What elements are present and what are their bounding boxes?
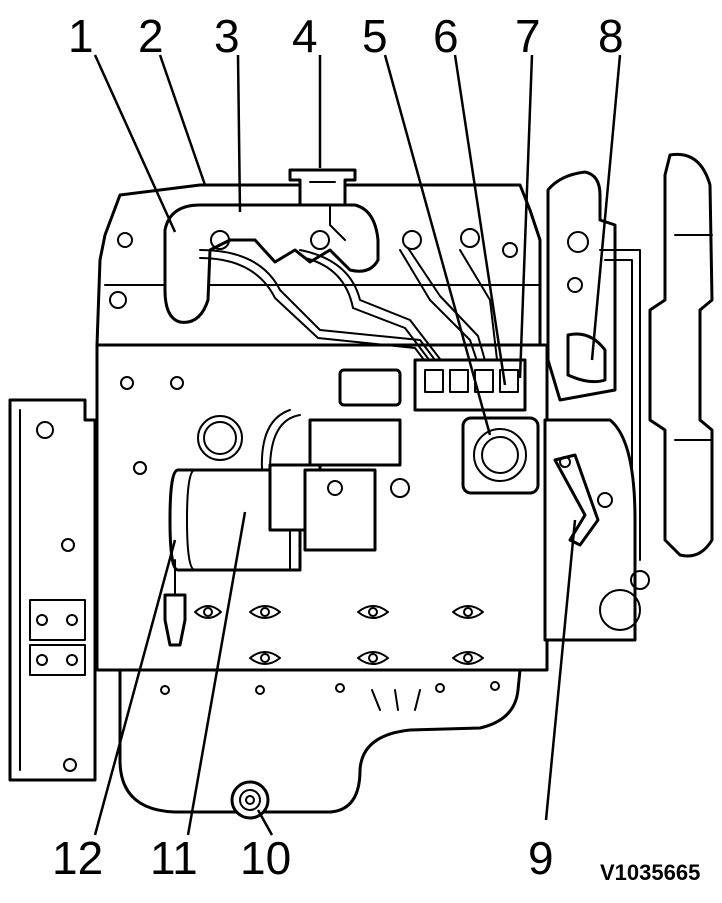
belt-tensioner bbox=[566, 332, 607, 384]
stop-lever bbox=[553, 453, 600, 547]
callout-12: 12 bbox=[52, 832, 103, 884]
reference-code: V1035665 bbox=[600, 860, 700, 885]
callout-labels: 1 2 3 4 5 6 7 8 9 10 11 12 bbox=[52, 10, 624, 884]
leader-12 bbox=[93, 539, 177, 836]
callout-4: 4 bbox=[292, 10, 318, 62]
callout-3: 3 bbox=[214, 10, 240, 62]
identification-plate bbox=[338, 368, 402, 407]
leader-8 bbox=[590, 54, 622, 361]
callout-6: 6 bbox=[433, 10, 459, 62]
fan-belt bbox=[599, 249, 641, 561]
leader-10 bbox=[256, 809, 274, 836]
callout-5: 5 bbox=[362, 10, 388, 62]
callout-10: 10 bbox=[240, 832, 291, 884]
leader-3 bbox=[236, 54, 242, 213]
drain-plug bbox=[230, 780, 270, 820]
exhaust-manifold bbox=[163, 203, 380, 324]
callout-1: 1 bbox=[68, 10, 94, 62]
oil-pressure-sender bbox=[163, 559, 187, 647]
fan bbox=[648, 152, 714, 558]
starter-solenoid bbox=[260, 409, 402, 552]
oil-sump bbox=[118, 668, 522, 814]
callout-2: 2 bbox=[138, 10, 164, 62]
fuel-filter-plate bbox=[461, 416, 540, 495]
callout-8: 8 bbox=[598, 10, 624, 62]
callout-11: 11 bbox=[150, 832, 198, 884]
leader-1 bbox=[93, 54, 177, 233]
leader-9 bbox=[544, 519, 577, 821]
leader-11 bbox=[186, 511, 247, 836]
leader-2 bbox=[158, 54, 207, 186]
injection-pump bbox=[413, 358, 527, 412]
starter-motor bbox=[168, 468, 302, 572]
callout-9: 9 bbox=[528, 832, 554, 884]
leader-lines bbox=[93, 54, 622, 836]
leader-7 bbox=[518, 54, 534, 379]
callout-7: 7 bbox=[515, 10, 541, 62]
timing-cover bbox=[543, 418, 650, 642]
flywheel-housing bbox=[8, 398, 97, 782]
leader-6 bbox=[453, 54, 507, 386]
leader-5 bbox=[383, 54, 492, 436]
